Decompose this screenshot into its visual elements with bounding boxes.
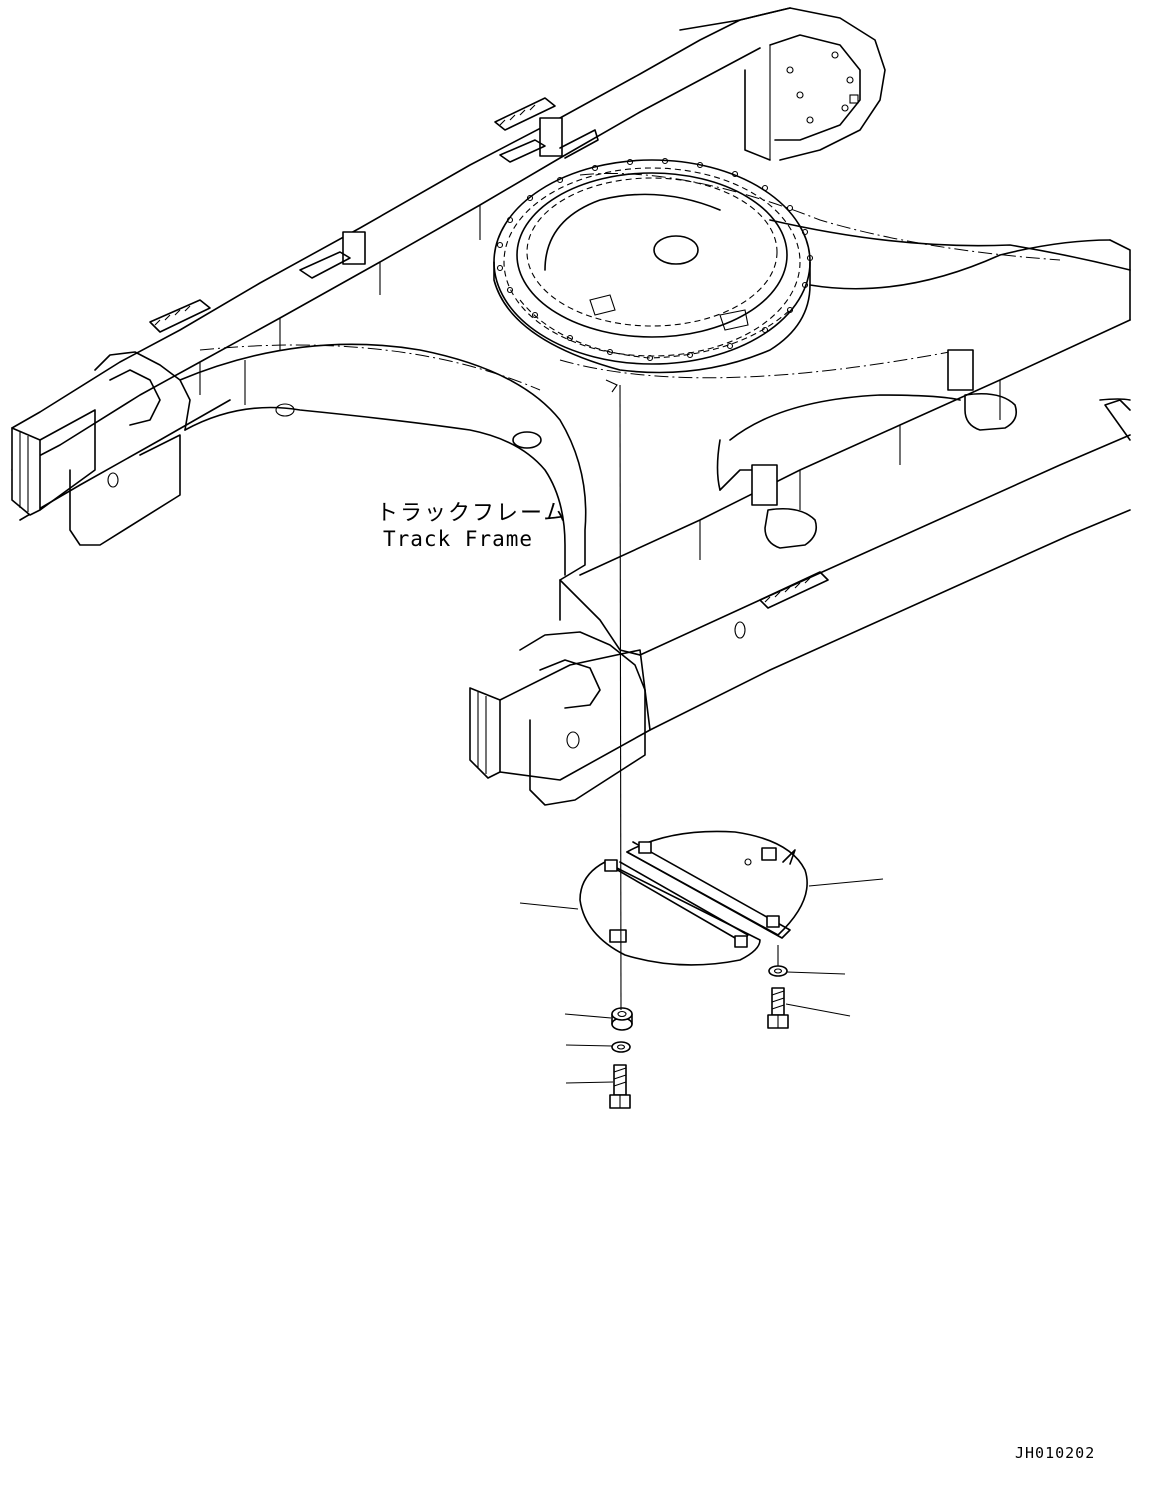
right-track-beam	[579, 239, 1131, 731]
bolt-hole-ring	[496, 157, 814, 362]
front-end-block	[469, 579, 651, 806]
spacer-collar	[611, 1007, 633, 1031]
washer-right	[768, 965, 788, 977]
swing-circle-mount	[493, 157, 814, 374]
center-frame	[179, 173, 1131, 621]
bolt-right	[767, 987, 789, 1029]
track-frame-label-en: Track Frame	[383, 527, 534, 551]
left-track-beam	[11, 7, 886, 546]
drawing-number: JH010202	[1015, 1444, 1096, 1462]
fasteners	[609, 965, 789, 1109]
bolt-left	[609, 1064, 631, 1109]
track-frame-label-jp: トラックフレーム	[376, 501, 568, 526]
washer-left	[611, 1041, 631, 1053]
cover-plates	[579, 830, 808, 966]
leader-lines	[519, 379, 884, 1084]
